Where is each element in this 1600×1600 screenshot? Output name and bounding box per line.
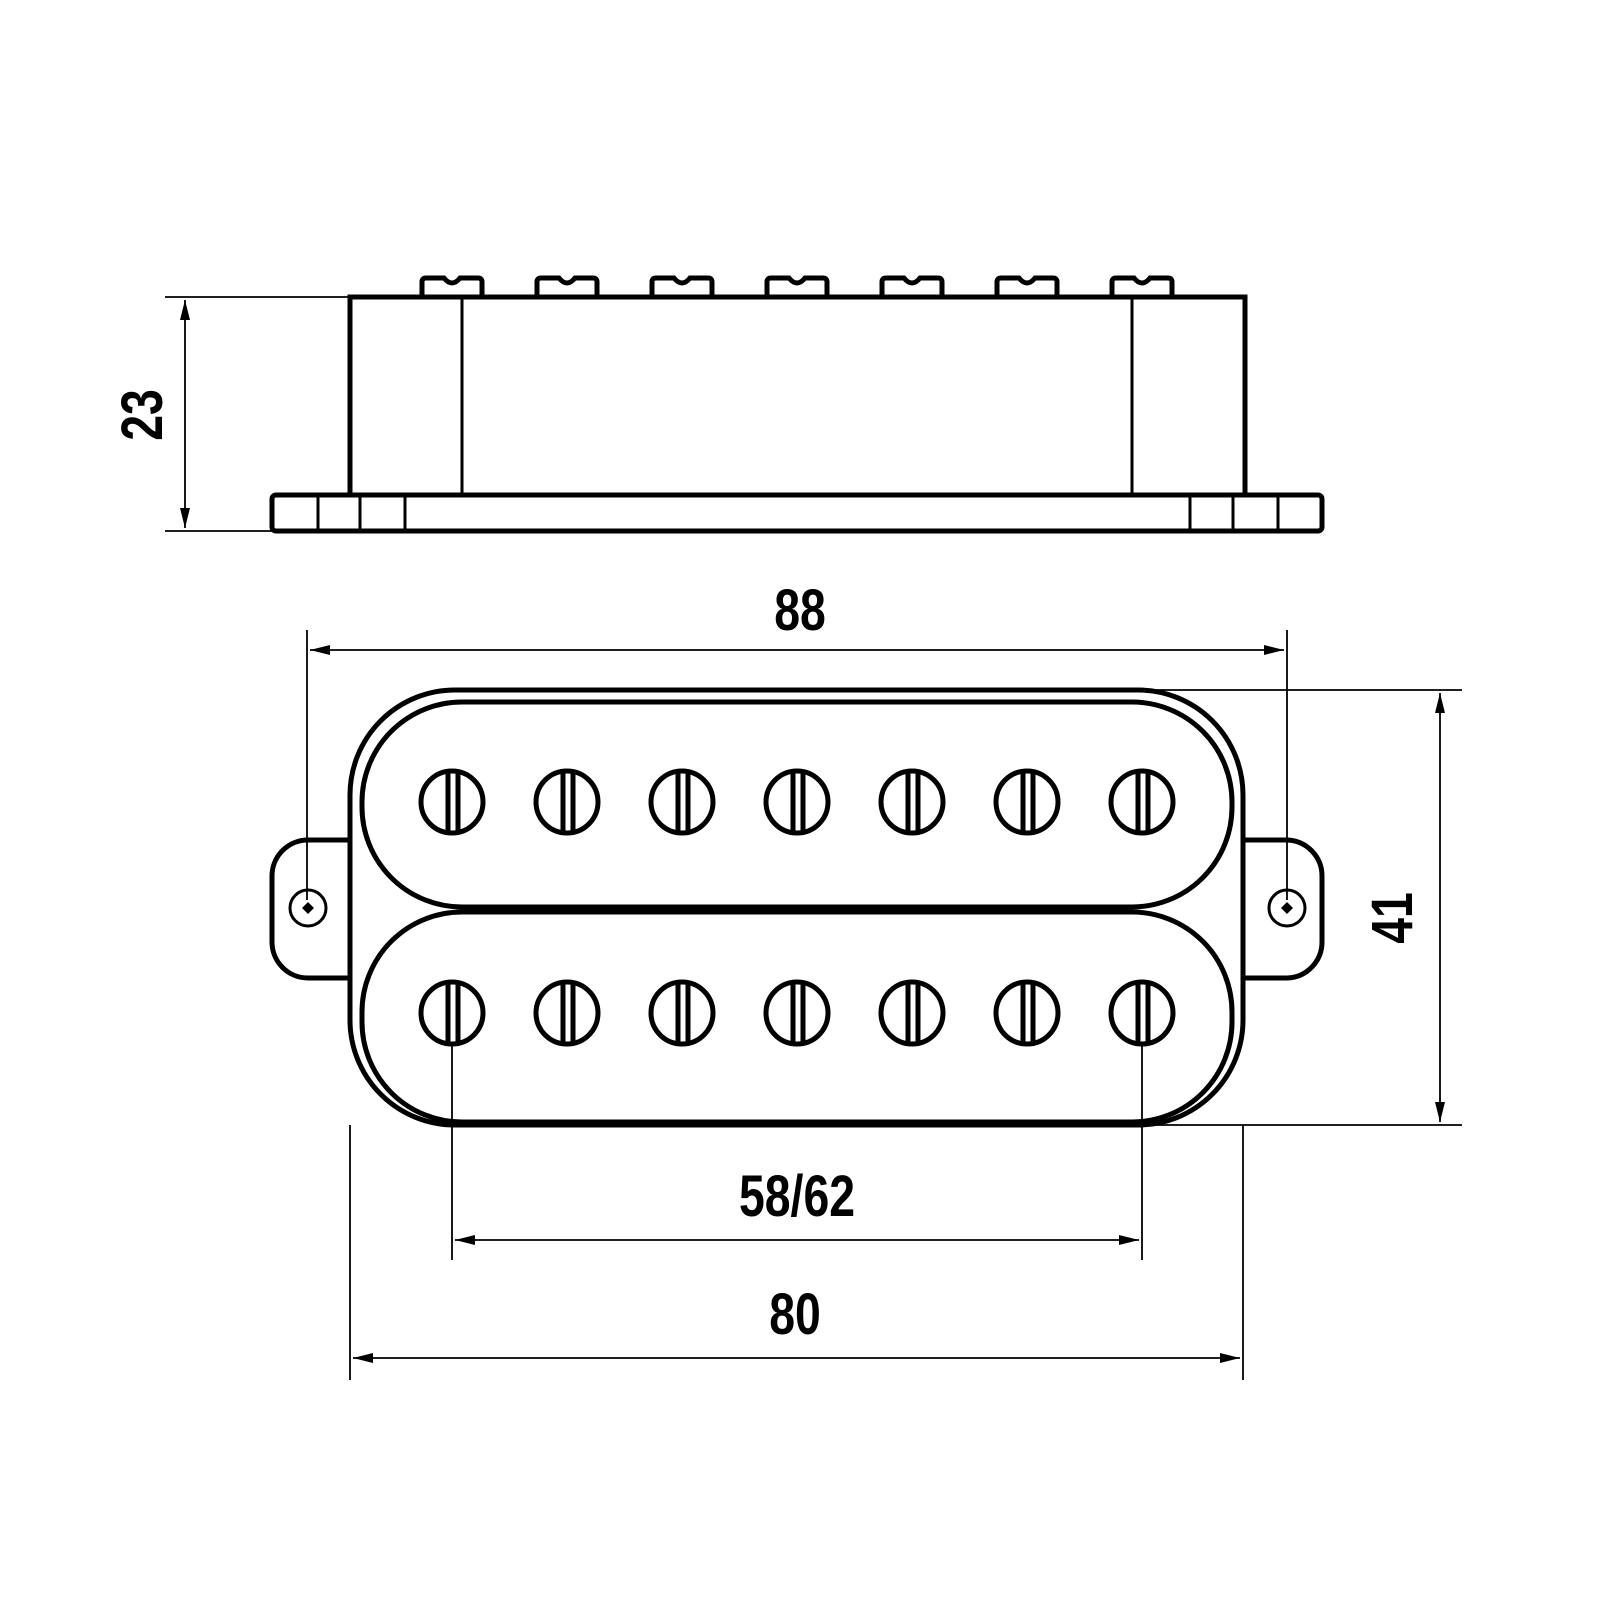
overall-length-dimension: 88	[306, 578, 1288, 900]
pole-piece	[993, 768, 1061, 836]
pole-piece	[533, 768, 601, 836]
pole-piece	[1108, 768, 1176, 836]
pole-piece	[993, 979, 1061, 1047]
side-screws	[419, 275, 1175, 297]
base-plate	[269, 492, 1325, 534]
screw-head-side	[649, 275, 715, 297]
screw-head-side	[994, 275, 1060, 297]
pickup-cover-outline	[347, 687, 1246, 1128]
pole-piece	[1108, 979, 1176, 1047]
screw-head-side	[534, 275, 600, 297]
overall-length-label: 88	[774, 578, 826, 643]
pole-piece	[878, 768, 946, 836]
cover-length-label: 80	[769, 1282, 821, 1347]
pole-piece	[533, 979, 601, 1047]
side-view: 23	[110, 275, 1325, 534]
pole-spacing-label: 58/62	[739, 1164, 855, 1229]
mount-ear-left	[269, 837, 350, 981]
height-label: 23	[110, 389, 175, 441]
pole-piece	[648, 768, 716, 836]
pole-piece	[418, 768, 486, 836]
width-dimension: 41	[1150, 689, 1462, 1126]
top-view: 88 41 58/62 80	[269, 578, 1462, 1380]
pole-piece	[763, 979, 831, 1047]
mount-hole-left	[288, 888, 328, 928]
pole-piece	[648, 979, 716, 1047]
screw-head-side	[879, 275, 945, 297]
top-coil	[359, 699, 1235, 910]
base-plate-dividers	[316, 495, 1280, 531]
width-label: 41	[1360, 892, 1425, 944]
pole-pieces	[418, 768, 1176, 1047]
bottom-coil	[359, 909, 1235, 1125]
cover-length-dimension: 80	[349, 1125, 1244, 1380]
pole-piece	[418, 979, 486, 1047]
mount-ear-right	[1243, 837, 1325, 981]
screw-head-side	[419, 275, 485, 297]
pole-piece	[878, 979, 946, 1047]
pole-spacing-dimension: 58/62	[451, 1045, 1143, 1260]
screw-head-side	[1109, 275, 1175, 297]
height-dimension: 23	[110, 296, 350, 532]
screw-head-side	[764, 275, 830, 297]
pickup-body-side	[347, 294, 1248, 498]
pole-piece	[763, 768, 831, 836]
